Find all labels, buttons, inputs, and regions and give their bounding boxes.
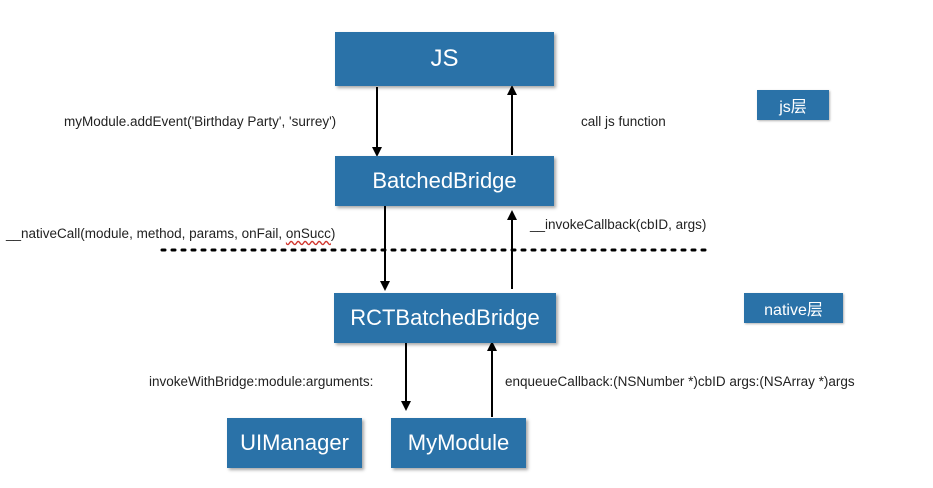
edge-label-enqueue-callback: enqueueCallback:(NSNumber *)cbID args:(N… — [505, 374, 855, 389]
js-layer-tag: js层 — [757, 90, 829, 120]
node-batched-bridge: BatchedBridge — [335, 156, 554, 206]
edge-label-call-js-function: call js function — [581, 114, 666, 129]
native-layer-label: native层 — [764, 302, 823, 319]
native-call-onsucc: onSucc — [285, 226, 331, 241]
node-my-module-label: MyModule — [407, 430, 510, 455]
node-ui-manager-label: UIManager — [240, 430, 349, 455]
edge-label-invoke-with-bridge: invokeWithBridge:module:arguments: — [149, 374, 374, 389]
node-batched-bridge-label: BatchedBridge — [372, 168, 517, 193]
node-my-module: MyModule — [391, 418, 526, 468]
native-call-text: __nativeCall(module, method, params, onF… — [6, 226, 286, 241]
edge-label-invoke-callback: __invokeCallback(cbID, args) — [530, 217, 707, 232]
node-rct-batched-bridge-label: RCTBatchedBridge — [350, 305, 540, 330]
native-call-close: ) — [330, 226, 336, 241]
node-rct-batched-bridge: RCTBatchedBridge — [334, 293, 556, 343]
node-js: JS — [335, 32, 554, 86]
node-ui-manager: UIManager — [227, 418, 362, 468]
edge-label-add-event: myModule.addEvent('Birthday Party', 'sur… — [64, 114, 337, 129]
native-layer-tag: native层 — [744, 293, 843, 323]
node-js-label: JS — [430, 45, 459, 72]
edge-label-native-call: __nativeCall(module, method, params, onF… — [6, 226, 335, 241]
js-layer-label: js层 — [779, 99, 807, 116]
